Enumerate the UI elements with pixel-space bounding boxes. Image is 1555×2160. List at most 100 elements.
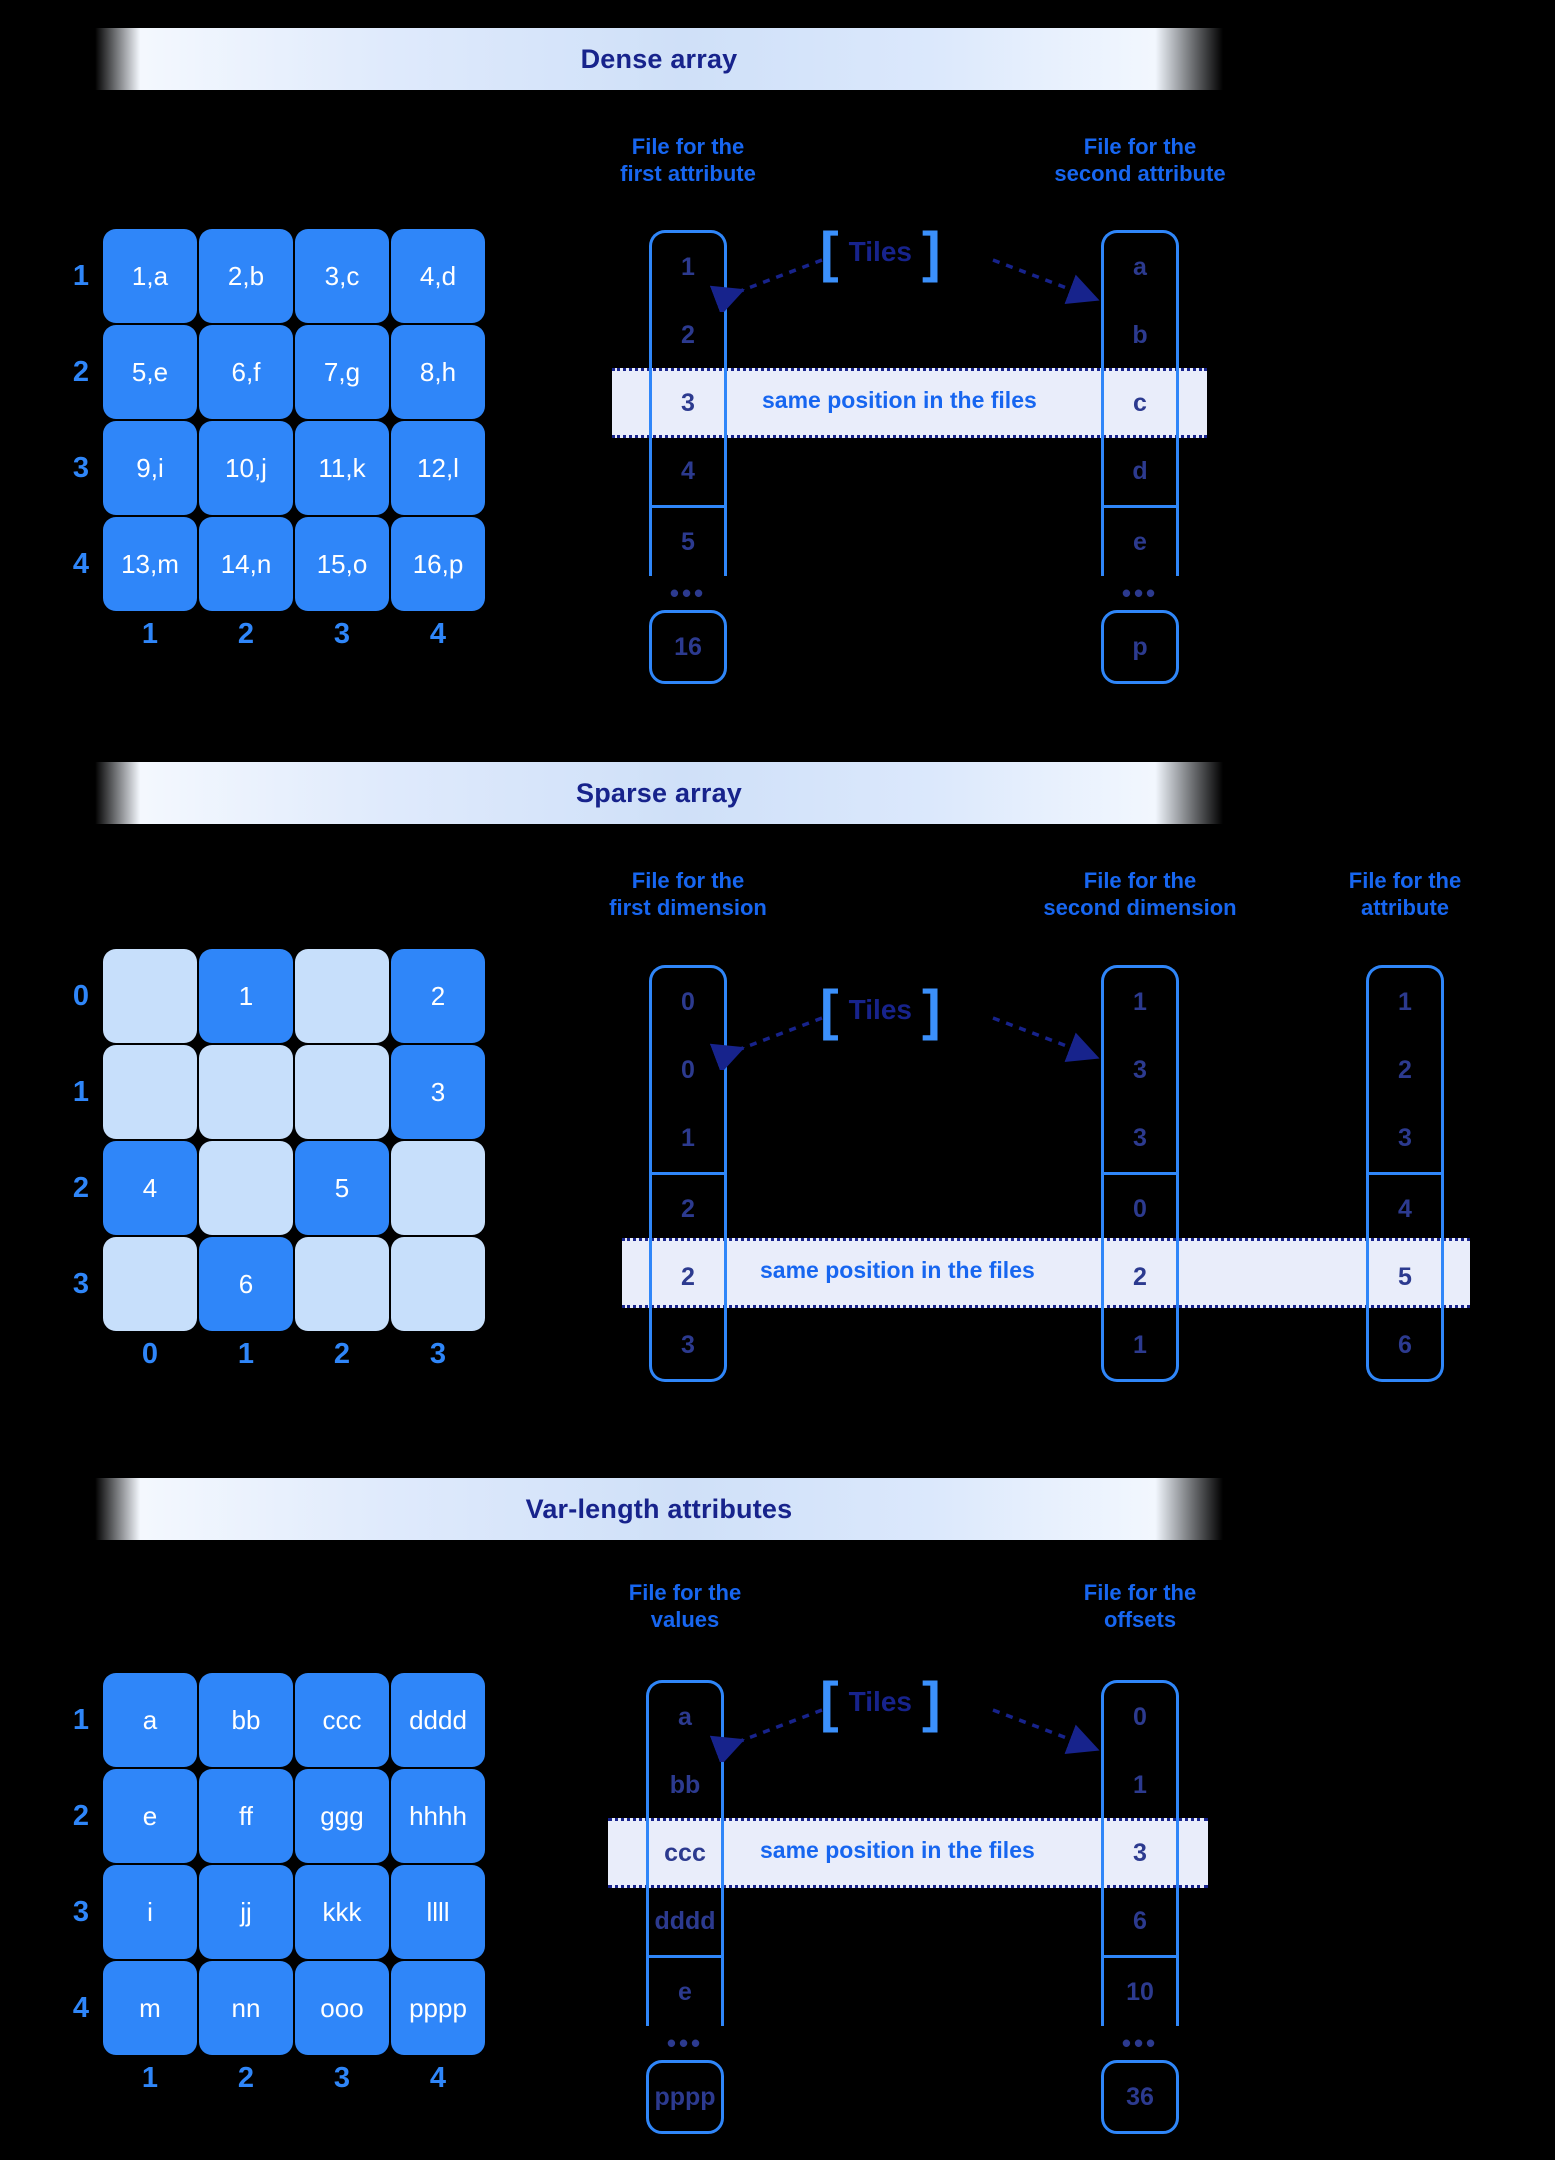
file-segment-bottom: pppp bbox=[646, 2060, 724, 2134]
dense-array-grid: 1 1,a 2,b 3,c 4,d 2 5,e 6,f 7,g 8,h 3 9,… bbox=[60, 228, 486, 651]
file-segment-top: 1 2 3 bbox=[1366, 965, 1444, 1175]
grid-cell bbox=[103, 1045, 197, 1139]
row-label: 3 bbox=[72, 451, 90, 484]
file-item: 0 bbox=[1133, 1194, 1147, 1223]
file-item: d bbox=[1104, 437, 1176, 508]
file-title-sparse-attr: File for the attribute bbox=[1265, 868, 1545, 922]
bracket-close-icon: ] bbox=[921, 978, 941, 1041]
file-segment-top: 0 1 3 6 bbox=[1101, 1680, 1179, 1958]
file-title-line2: values bbox=[650, 1606, 720, 1632]
grid-cell: 3 bbox=[391, 1045, 485, 1139]
same-position-label: same position in the files bbox=[760, 1837, 1035, 1863]
file-item: pppp bbox=[654, 2082, 716, 2111]
file-column-dense-second: a b c d e ••• p bbox=[1101, 230, 1179, 684]
file-column-sparse-attr: 1 2 3 4 5 6 bbox=[1366, 965, 1444, 1382]
grid-cell: 6,f bbox=[199, 325, 293, 419]
same-position-band bbox=[612, 368, 1207, 438]
grid-cell: 3,c bbox=[295, 229, 389, 323]
file-column-dense-first: 1 2 3 4 5 ••• 16 bbox=[649, 230, 727, 684]
grid-cell bbox=[199, 1141, 293, 1235]
col-label: 2 bbox=[237, 618, 255, 650]
file-title-line1: File for the bbox=[631, 868, 745, 893]
tiles-arrow-left bbox=[710, 1016, 823, 1070]
tiles-text: Tiles bbox=[848, 994, 912, 1026]
file-item: p bbox=[1132, 632, 1148, 661]
file-title-sparse-dim1: File for the first dimension bbox=[548, 868, 828, 922]
column-label-row: 1 2 3 4 bbox=[60, 618, 486, 651]
grid-cell bbox=[295, 949, 389, 1043]
file-segment-bottom: 36 bbox=[1101, 2060, 1179, 2134]
grid-cell: 9,i bbox=[103, 421, 197, 515]
grid-cell: 1,a bbox=[103, 229, 197, 323]
grid-cell: ccc bbox=[295, 1673, 389, 1767]
grid-row: 4 13,m 14,n 15,o 16,p bbox=[60, 516, 486, 612]
file-item: dddd bbox=[649, 1887, 721, 1958]
file-item: 6 bbox=[1104, 1887, 1176, 1958]
grid-cell: 1 bbox=[199, 949, 293, 1043]
file-item: c bbox=[1133, 388, 1147, 417]
bracket-open-icon: [ bbox=[820, 1670, 839, 1733]
file-title-line2: second attribute bbox=[1054, 160, 1226, 186]
file-item: a bbox=[1133, 252, 1147, 281]
file-item: ccc bbox=[664, 1838, 706, 1867]
grid-cell bbox=[103, 1237, 197, 1331]
file-title-line2: offsets bbox=[1103, 1606, 1177, 1632]
file-item: 3 bbox=[681, 388, 695, 417]
row-label: 3 bbox=[72, 1267, 90, 1300]
grid-cell bbox=[391, 1237, 485, 1331]
col-label: 1 bbox=[141, 2062, 159, 2094]
file-column-sparse-dim1: 0 0 1 2 2 3 bbox=[649, 965, 727, 1382]
file-segment-bottom: 16 bbox=[649, 610, 727, 684]
file-item: 5 bbox=[681, 527, 695, 556]
grid-cell: 2 bbox=[391, 949, 485, 1043]
file-column-sparse-dim2: 1 3 3 0 2 1 bbox=[1101, 965, 1179, 1382]
file-title-varlen-offsets: File for the offsets bbox=[1000, 1580, 1280, 1634]
file-item: 1 bbox=[681, 252, 695, 281]
file-item: e bbox=[1133, 527, 1147, 556]
sparse-array-grid: 0 1 2 1 3 2 4 5 3 6 0 bbox=[60, 948, 486, 1371]
grid-cell: 5 bbox=[295, 1141, 389, 1235]
row-label: 2 bbox=[72, 1171, 90, 1204]
grid-row: 3 i jj kkk llll bbox=[60, 1864, 486, 1960]
same-position-band bbox=[622, 1238, 1470, 1308]
file-segment-bottom: 4 5 6 bbox=[1366, 1175, 1444, 1382]
file-segment-top: 0 0 1 bbox=[649, 965, 727, 1175]
same-position-band bbox=[608, 1818, 1208, 1888]
file-item: 1 bbox=[1133, 1770, 1147, 1799]
tiles-arrow-right bbox=[992, 258, 1100, 305]
row-label: 4 bbox=[72, 547, 90, 580]
file-item: 1 bbox=[1133, 1330, 1147, 1359]
file-item: bb bbox=[669, 1770, 701, 1799]
bracket-open-icon: [ bbox=[820, 220, 839, 283]
spacer bbox=[60, 2062, 102, 2095]
row-label: 4 bbox=[72, 1991, 90, 2024]
file-title-varlen-values: File for the values bbox=[545, 1580, 825, 1634]
grid-row: 2 4 5 bbox=[60, 1140, 486, 1236]
grid-cell: bb bbox=[199, 1673, 293, 1767]
file-segment-top: a b c d bbox=[1101, 230, 1179, 508]
grid-row: 2 e ff ggg hhhh bbox=[60, 1768, 486, 1864]
file-title-dense-second: File for the second attribute bbox=[1000, 134, 1280, 188]
file-title-sparse-dim2: File for the second dimension bbox=[1000, 868, 1280, 922]
grid-cell: 4,d bbox=[391, 229, 485, 323]
file-title-dense-first: File for the first attribute bbox=[548, 134, 828, 188]
grid-cell: 8,h bbox=[391, 325, 485, 419]
grid-cell: e bbox=[103, 1769, 197, 1863]
grid-cell bbox=[295, 1045, 389, 1139]
grid-cell: 6 bbox=[199, 1237, 293, 1331]
grid-cell: 2,b bbox=[199, 229, 293, 323]
file-item: 2 bbox=[681, 1262, 695, 1291]
grid-cell: ff bbox=[199, 1769, 293, 1863]
grid-cell: 7,g bbox=[295, 325, 389, 419]
file-segment-top: a bb ccc dddd bbox=[646, 1680, 724, 1958]
file-ellipsis: ••• bbox=[1121, 2027, 1159, 2058]
file-segment-bottom: 2 2 3 bbox=[649, 1175, 727, 1382]
file-title-line2: first dimension bbox=[609, 894, 767, 920]
grid-cell: 12,l bbox=[391, 421, 485, 515]
grid-cell: hhhh bbox=[391, 1769, 485, 1863]
file-item: 3 bbox=[1133, 1838, 1147, 1867]
file-item: 16 bbox=[674, 632, 702, 661]
col-label: 1 bbox=[237, 1338, 255, 1370]
file-title-line1: File for the bbox=[1083, 868, 1197, 893]
column-label-row: 0 1 2 3 bbox=[60, 1338, 486, 1371]
